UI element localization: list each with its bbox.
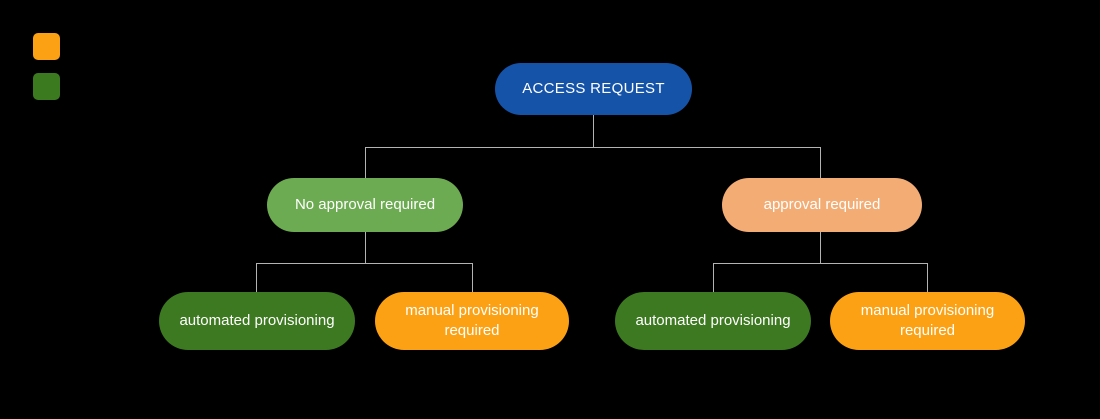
- node-no-approval-required: No approval required: [267, 178, 463, 232]
- connector-approval-to-auto: [713, 263, 714, 292]
- node-access-request-label: ACCESS REQUEST: [522, 80, 665, 97]
- connector-noapproval-drop: [365, 232, 366, 263]
- node-approval-required-label: approval required: [763, 196, 881, 213]
- connector-approval-drop: [820, 232, 821, 263]
- node-automated-provisioning-left-label: automated provisioning: [179, 312, 335, 329]
- node-no-approval-required-label: No approval required: [294, 196, 436, 213]
- connector-root-span: [365, 147, 821, 148]
- node-automated-provisioning-right: automated provisioning: [615, 292, 811, 350]
- node-manual-provisioning-left-label: manual provisioning required: [405, 302, 539, 339]
- connector-noapproval-to-manual: [472, 263, 473, 292]
- node-automated-provisioning-right-label: automated provisioning: [635, 312, 791, 329]
- connector-approval-span: [713, 263, 928, 264]
- connector-root-to-right: [820, 147, 821, 178]
- node-manual-provisioning-right: manual provisioning required: [830, 292, 1025, 350]
- connector-root-to-left: [365, 147, 366, 178]
- node-manual-provisioning-left: manual provisioning required: [375, 292, 569, 350]
- connector-approval-to-manual: [927, 263, 928, 292]
- node-automated-provisioning-left: automated provisioning: [159, 292, 355, 350]
- node-approval-required: approval required: [722, 178, 922, 232]
- node-manual-provisioning-right-label: manual provisioning required: [860, 302, 995, 339]
- connector-noapproval-span: [256, 263, 473, 264]
- legend-green-swatch: [33, 73, 60, 100]
- connector-noapproval-to-auto: [256, 263, 257, 292]
- connector-root-drop: [593, 115, 594, 147]
- legend-orange-swatch: [33, 33, 60, 60]
- node-access-request: ACCESS REQUEST: [495, 63, 692, 115]
